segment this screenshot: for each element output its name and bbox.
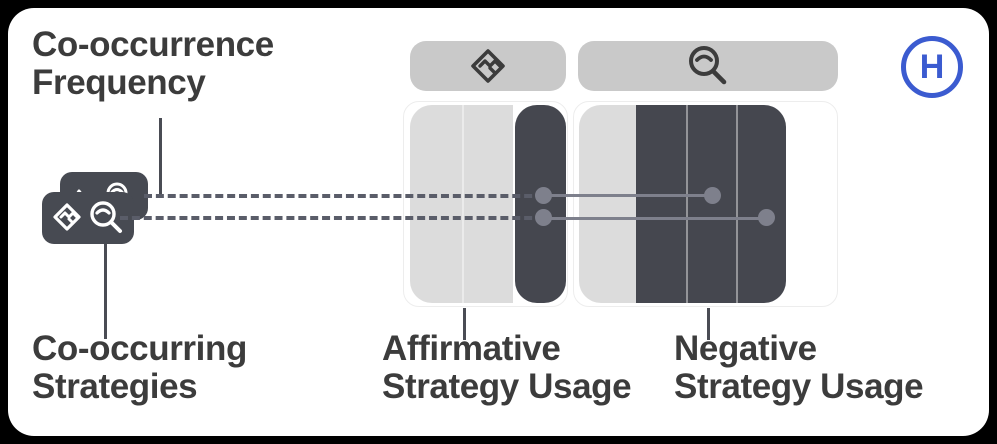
pill-negative-strategy[interactable] <box>578 41 838 91</box>
connector-dot[interactable] <box>704 187 721 204</box>
pill-affirmative-strategy[interactable] <box>410 41 566 91</box>
connector-line <box>542 217 766 220</box>
cooccurring-strategies-icon-stack <box>42 172 148 244</box>
handshake-icon <box>471 49 505 83</box>
connector-dot[interactable] <box>758 209 775 226</box>
main-card: Co-occurrence Frequency Co-occurring Str… <box>8 8 989 436</box>
page-title-cooccurrence-frequency: Co-occurrence Frequency <box>32 25 274 102</box>
dashed-link <box>120 216 544 220</box>
leader-line-negative <box>707 308 710 340</box>
strategy-chip-front <box>42 192 134 244</box>
segment-divider <box>736 105 738 303</box>
magnifier-icon <box>90 201 122 233</box>
segment-divider <box>462 105 464 303</box>
bar-segment[interactable] <box>410 105 462 303</box>
bar-segment[interactable] <box>579 105 636 303</box>
axis-label-negative-strategy-usage: Negative Strategy Usage <box>674 329 924 406</box>
connector-line <box>542 194 712 197</box>
magnifier-icon <box>689 46 727 85</box>
connector-dot[interactable] <box>535 187 552 204</box>
segment-divider <box>686 105 688 303</box>
connector-dot[interactable] <box>535 209 552 226</box>
dashed-link <box>144 194 544 198</box>
bar-segment[interactable] <box>736 105 786 303</box>
hospital-h-logo: H <box>901 36 963 98</box>
bar-segment[interactable] <box>462 105 513 303</box>
bar-segment[interactable] <box>515 105 566 303</box>
handshake-icon <box>53 203 81 231</box>
axis-label-affirmative-strategy-usage: Affirmative Strategy Usage <box>382 329 632 406</box>
cooccurrence-chart <box>8 8 989 436</box>
leader-line-frequency <box>159 118 162 198</box>
axis-label-cooccurring-strategies: Co-occurring Strategies <box>32 329 247 406</box>
leader-line-affirmative <box>463 308 466 340</box>
bar-segment[interactable] <box>686 105 736 303</box>
bar-segment[interactable] <box>636 105 686 303</box>
leader-line-strategies <box>104 239 107 339</box>
